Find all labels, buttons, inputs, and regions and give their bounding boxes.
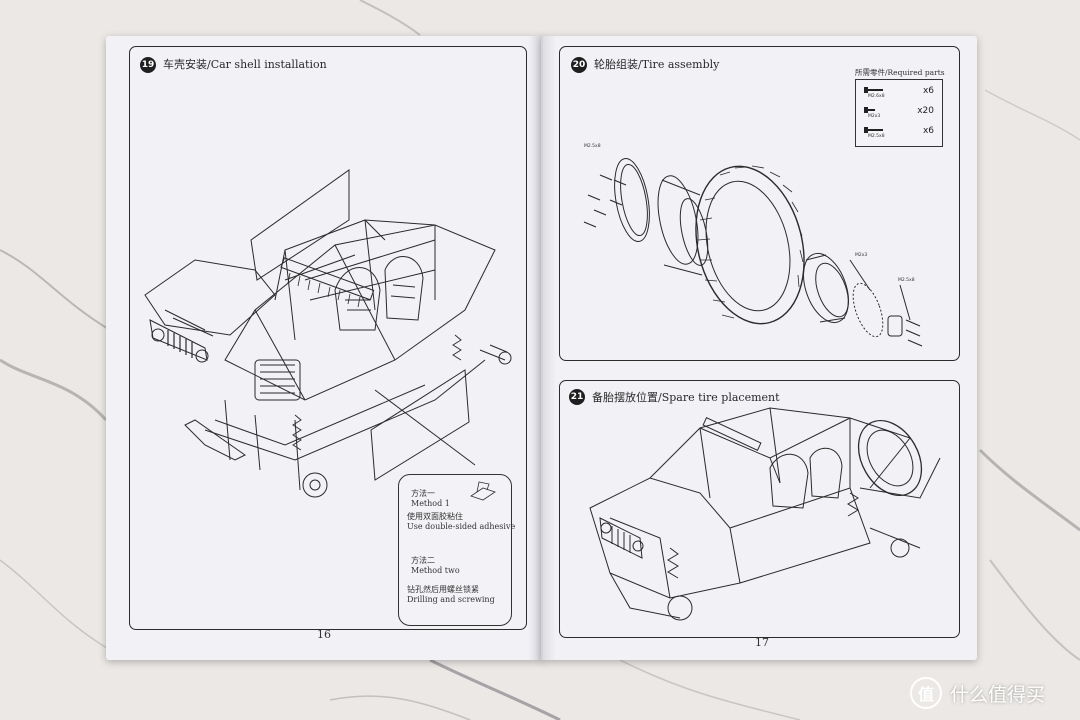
screw-label-right: M2.5x8 (898, 278, 915, 283)
method2-desc-en: Drilling and screwing (407, 595, 495, 604)
required-parts-title: 所需零件/Required parts (855, 68, 945, 77)
step-19-frame (129, 46, 527, 630)
step-20-frame (559, 46, 960, 361)
book-gutter (528, 36, 556, 660)
step-20-title: 轮胎组装/Tire assembly (594, 58, 720, 71)
step-21-frame (559, 380, 960, 638)
watermark-logo: 值 (910, 677, 942, 709)
watermark: 值 什么值得买 (910, 676, 1045, 710)
side-panel-lower (370, 369, 470, 481)
screw-label-left: M2.5x8 (584, 144, 601, 149)
step-21-title: 备胎摆放位置/Spare tire placement (592, 391, 780, 404)
required-part-row: M2.5x8 x6 (856, 122, 942, 142)
method1-desc-cn: 使用双面胶粘住 (407, 512, 463, 521)
required-parts-box: M2.6x8 x6 M2x3 x20 M2.5x8 x6 (855, 79, 943, 147)
tire-assembly-drawing (583, 158, 923, 347)
step-19-number: 19 (140, 57, 156, 73)
method1-desc-en: Use double-sided adhesive (407, 522, 516, 531)
side-panel-upper (250, 169, 350, 281)
screw-icon (864, 127, 883, 133)
step-20-number: 20 (571, 57, 587, 73)
method-callout (398, 474, 512, 626)
screw-icon (864, 107, 875, 113)
method1-en: Method 1 (411, 499, 450, 508)
method2-cn: 方法二 (411, 556, 435, 565)
method2-desc-cn: 钻孔然后用螺丝锁紧 (407, 585, 479, 594)
step-19-title: 车壳安装/Car shell installation (163, 58, 327, 71)
required-part-row: M2.6x8 x6 (856, 82, 942, 102)
adhesive-tape-icon (470, 481, 496, 501)
step-21-number: 21 (569, 389, 585, 405)
method2-en: Method two (411, 566, 460, 575)
page-number-right: 17 (755, 636, 769, 649)
spare-tire-placement-drawing (589, 407, 941, 621)
page-number-left: 16 (317, 628, 331, 641)
screw-label-hub: M2x3 (855, 253, 868, 258)
car-shell-installation-drawing (144, 169, 512, 498)
hood (144, 259, 276, 336)
screw-icon (864, 87, 883, 93)
required-part-row: M2x3 x20 (856, 102, 942, 122)
watermark-text: 什么值得买 (950, 683, 1046, 706)
method1-cn: 方法一 (411, 489, 435, 498)
